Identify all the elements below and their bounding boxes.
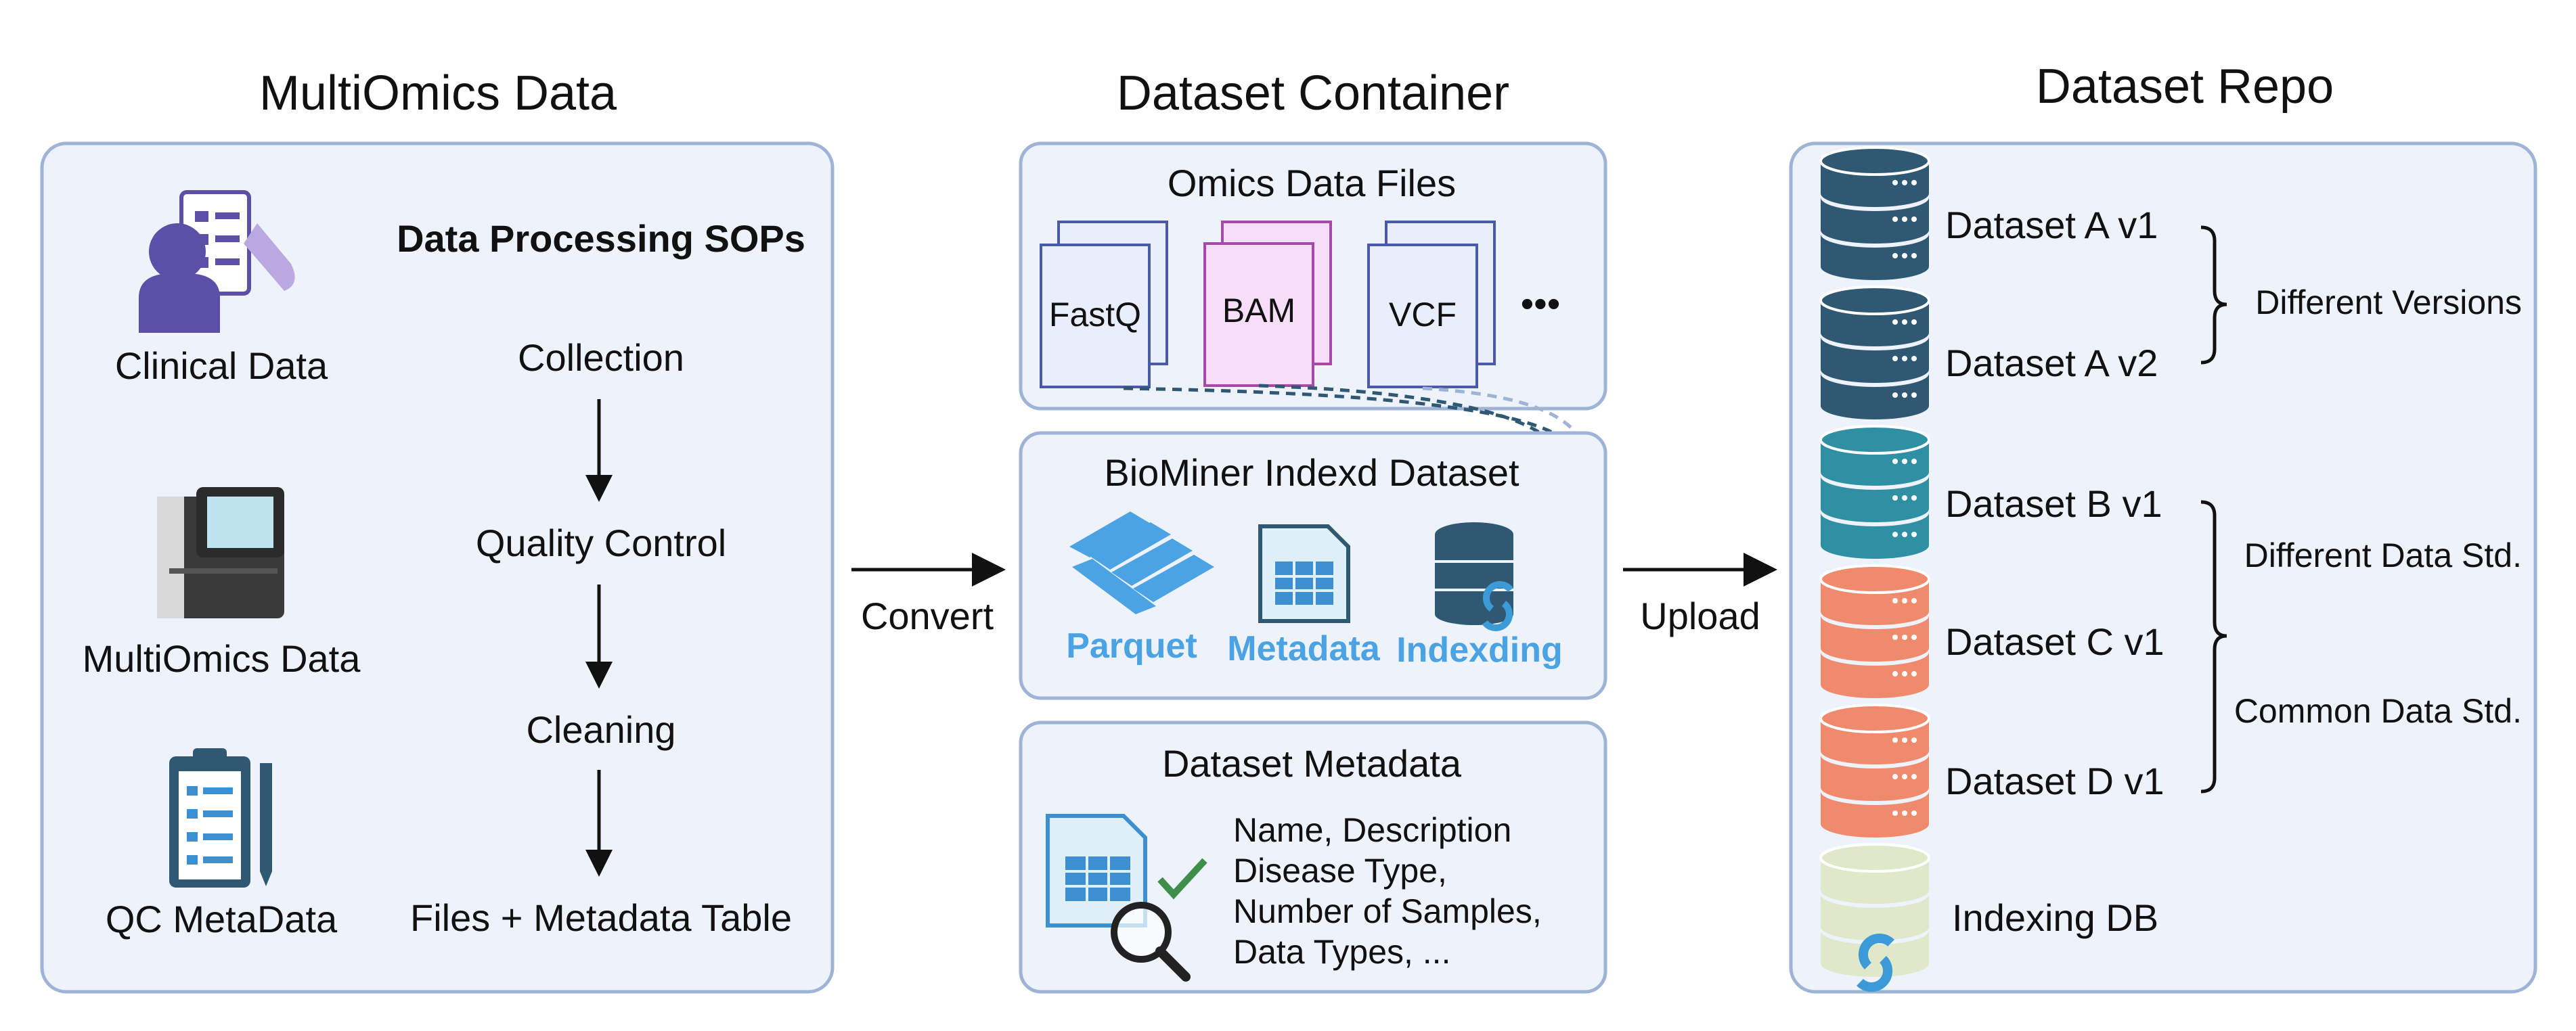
dataset-metadata-title: Dataset Metadata [1162, 742, 1462, 785]
file-stack-bam [1203, 221, 1332, 387]
dataset-label-b-v1: Dataset B v1 [1945, 482, 2162, 525]
file-stack-vcf [1367, 221, 1496, 388]
bracket-label-versions: Different Versions [2255, 283, 2522, 321]
source-label-clinical: Clinical Data [115, 344, 328, 387]
sop-step-cleaning: Cleaning [526, 708, 675, 751]
clinical-data-icon [139, 190, 295, 333]
omics-files-title: Omics Data Files [1168, 162, 1456, 204]
qc-clipboard-icon [169, 748, 272, 888]
file-label-bam: BAM [1222, 292, 1295, 329]
more-files-ellipsis: ••• [1521, 282, 1561, 325]
parquet-icon [1069, 511, 1214, 614]
metadata-line-3: Number of Samples, [1233, 892, 1542, 930]
sop-title: Data Processing SOPs [397, 217, 805, 260]
section-title-multiomics: MultiOmics Data [259, 66, 617, 120]
sequencer-icon [157, 487, 284, 618]
indexing-db-icon [1435, 522, 1513, 631]
file-stack-fastq [1040, 221, 1168, 388]
metadata-file-icon [1258, 524, 1350, 623]
metadata-line-1: Name, Description [1233, 811, 1511, 849]
metadata-search-icon [1046, 814, 1207, 982]
bracket-data-std [2200, 500, 2227, 794]
bracket-label-different-std: Different Data Std. [2244, 536, 2522, 574]
source-label-qc: QC MetaData [106, 898, 338, 940]
indexed-dataset-title: BioMiner Indexd Dataset [1104, 451, 1519, 494]
section-title-repo: Dataset Repo [2036, 60, 2334, 114]
repo-panel [1789, 141, 2537, 994]
indexed-item-parquet: Parquet [1066, 626, 1197, 666]
dataset-label-c-v1: Dataset C v1 [1945, 620, 2164, 663]
db-icon-indexing [1819, 843, 1930, 992]
db-icon-c-v1 [1819, 564, 1930, 698]
upload-label: Upload [1640, 595, 1760, 637]
bracket-label-common-std: Common Data Std. [2234, 692, 2522, 730]
db-icon-a-v1 [1819, 146, 1930, 280]
dataset-label-d-v1: Dataset D v1 [1945, 760, 2164, 802]
indexed-item-metadata: Metadata [1227, 629, 1380, 668]
source-label-multiomics: MultiOmics Data [83, 637, 361, 680]
convert-label: Convert [861, 595, 994, 637]
sop-step-files-metadata: Files + Metadata Table [410, 896, 792, 939]
file-label-vcf: VCF [1389, 296, 1457, 334]
file-label-fastq: FastQ [1049, 296, 1141, 334]
metadata-line-2: Disease Type, [1233, 852, 1447, 890]
dataset-db-icons [1819, 146, 1930, 992]
dataset-label-a-v1: Dataset A v1 [1945, 204, 2158, 246]
metadata-line-4: Data Types, ... [1233, 933, 1450, 971]
section-title-container: Dataset Container [1117, 66, 1509, 120]
sop-step-collection: Collection [518, 336, 684, 379]
dataset-label-a-v2: Dataset A v2 [1945, 342, 2158, 384]
db-icon-b-v1 [1819, 425, 1930, 559]
db-icon-d-v1 [1819, 704, 1930, 838]
db-icon-a-v2 [1819, 285, 1930, 419]
sop-step-quality-control: Quality Control [476, 522, 726, 564]
bracket-versions [2200, 225, 2227, 365]
indexing-db-label: Indexing DB [1952, 896, 2158, 939]
indexed-item-indexing: Indexding [1396, 631, 1563, 670]
